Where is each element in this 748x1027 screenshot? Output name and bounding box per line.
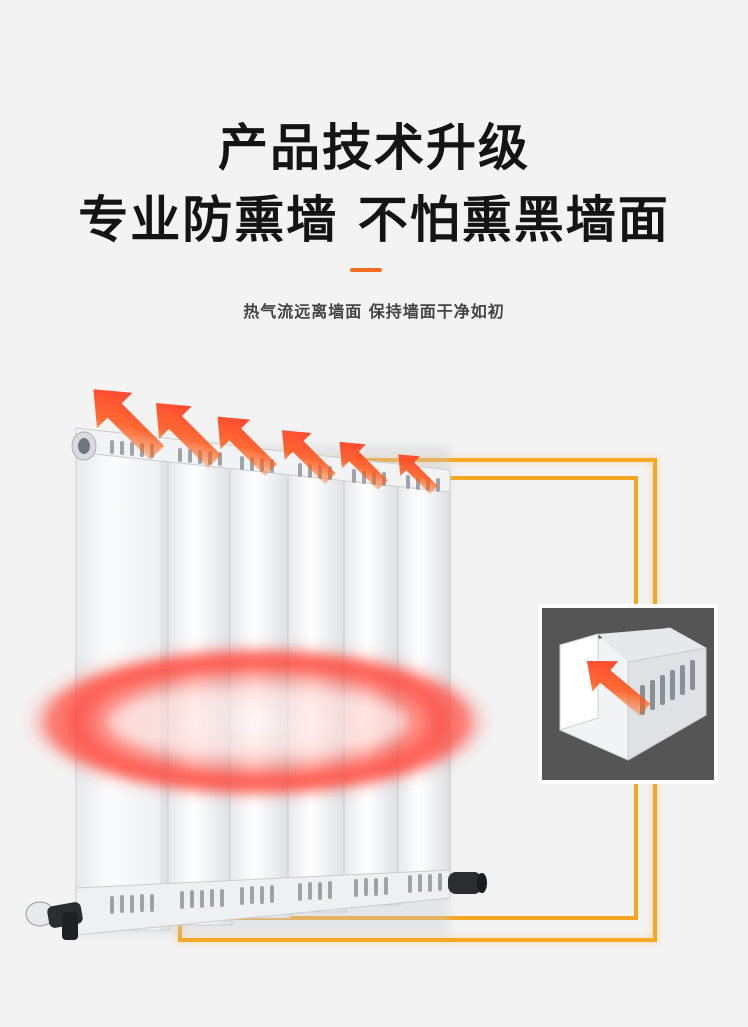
pipe-cap-icon <box>71 431 97 461</box>
headline-line-2: 专业防熏墙 不怕熏黑墙面 <box>78 191 670 249</box>
bottom-vent-slots <box>110 873 442 914</box>
radiator-valve-icon <box>25 901 83 940</box>
headline-line-1: 产品技术升级 <box>218 119 530 177</box>
heat-arrow-icon <box>217 416 277 476</box>
heat-arrow-icon <box>282 430 336 484</box>
heat-arrow-icon <box>93 389 165 460</box>
accent-divider <box>350 268 382 272</box>
heat-glow-ring <box>26 644 490 800</box>
heat-arrow-icon <box>339 441 388 490</box>
subtitle: 热气流远离墙面 保持墙面干净如初 <box>243 302 505 321</box>
top-cover-detail <box>559 627 707 761</box>
heat-arrow-icon <box>155 402 222 468</box>
heat-arrow-icon <box>398 454 438 494</box>
radiator-valve-icon <box>448 872 487 894</box>
detail-inset <box>538 604 718 784</box>
heat-arrows <box>93 389 438 494</box>
heat-arrow-icon <box>586 661 651 716</box>
radiator-illustration <box>25 389 718 943</box>
